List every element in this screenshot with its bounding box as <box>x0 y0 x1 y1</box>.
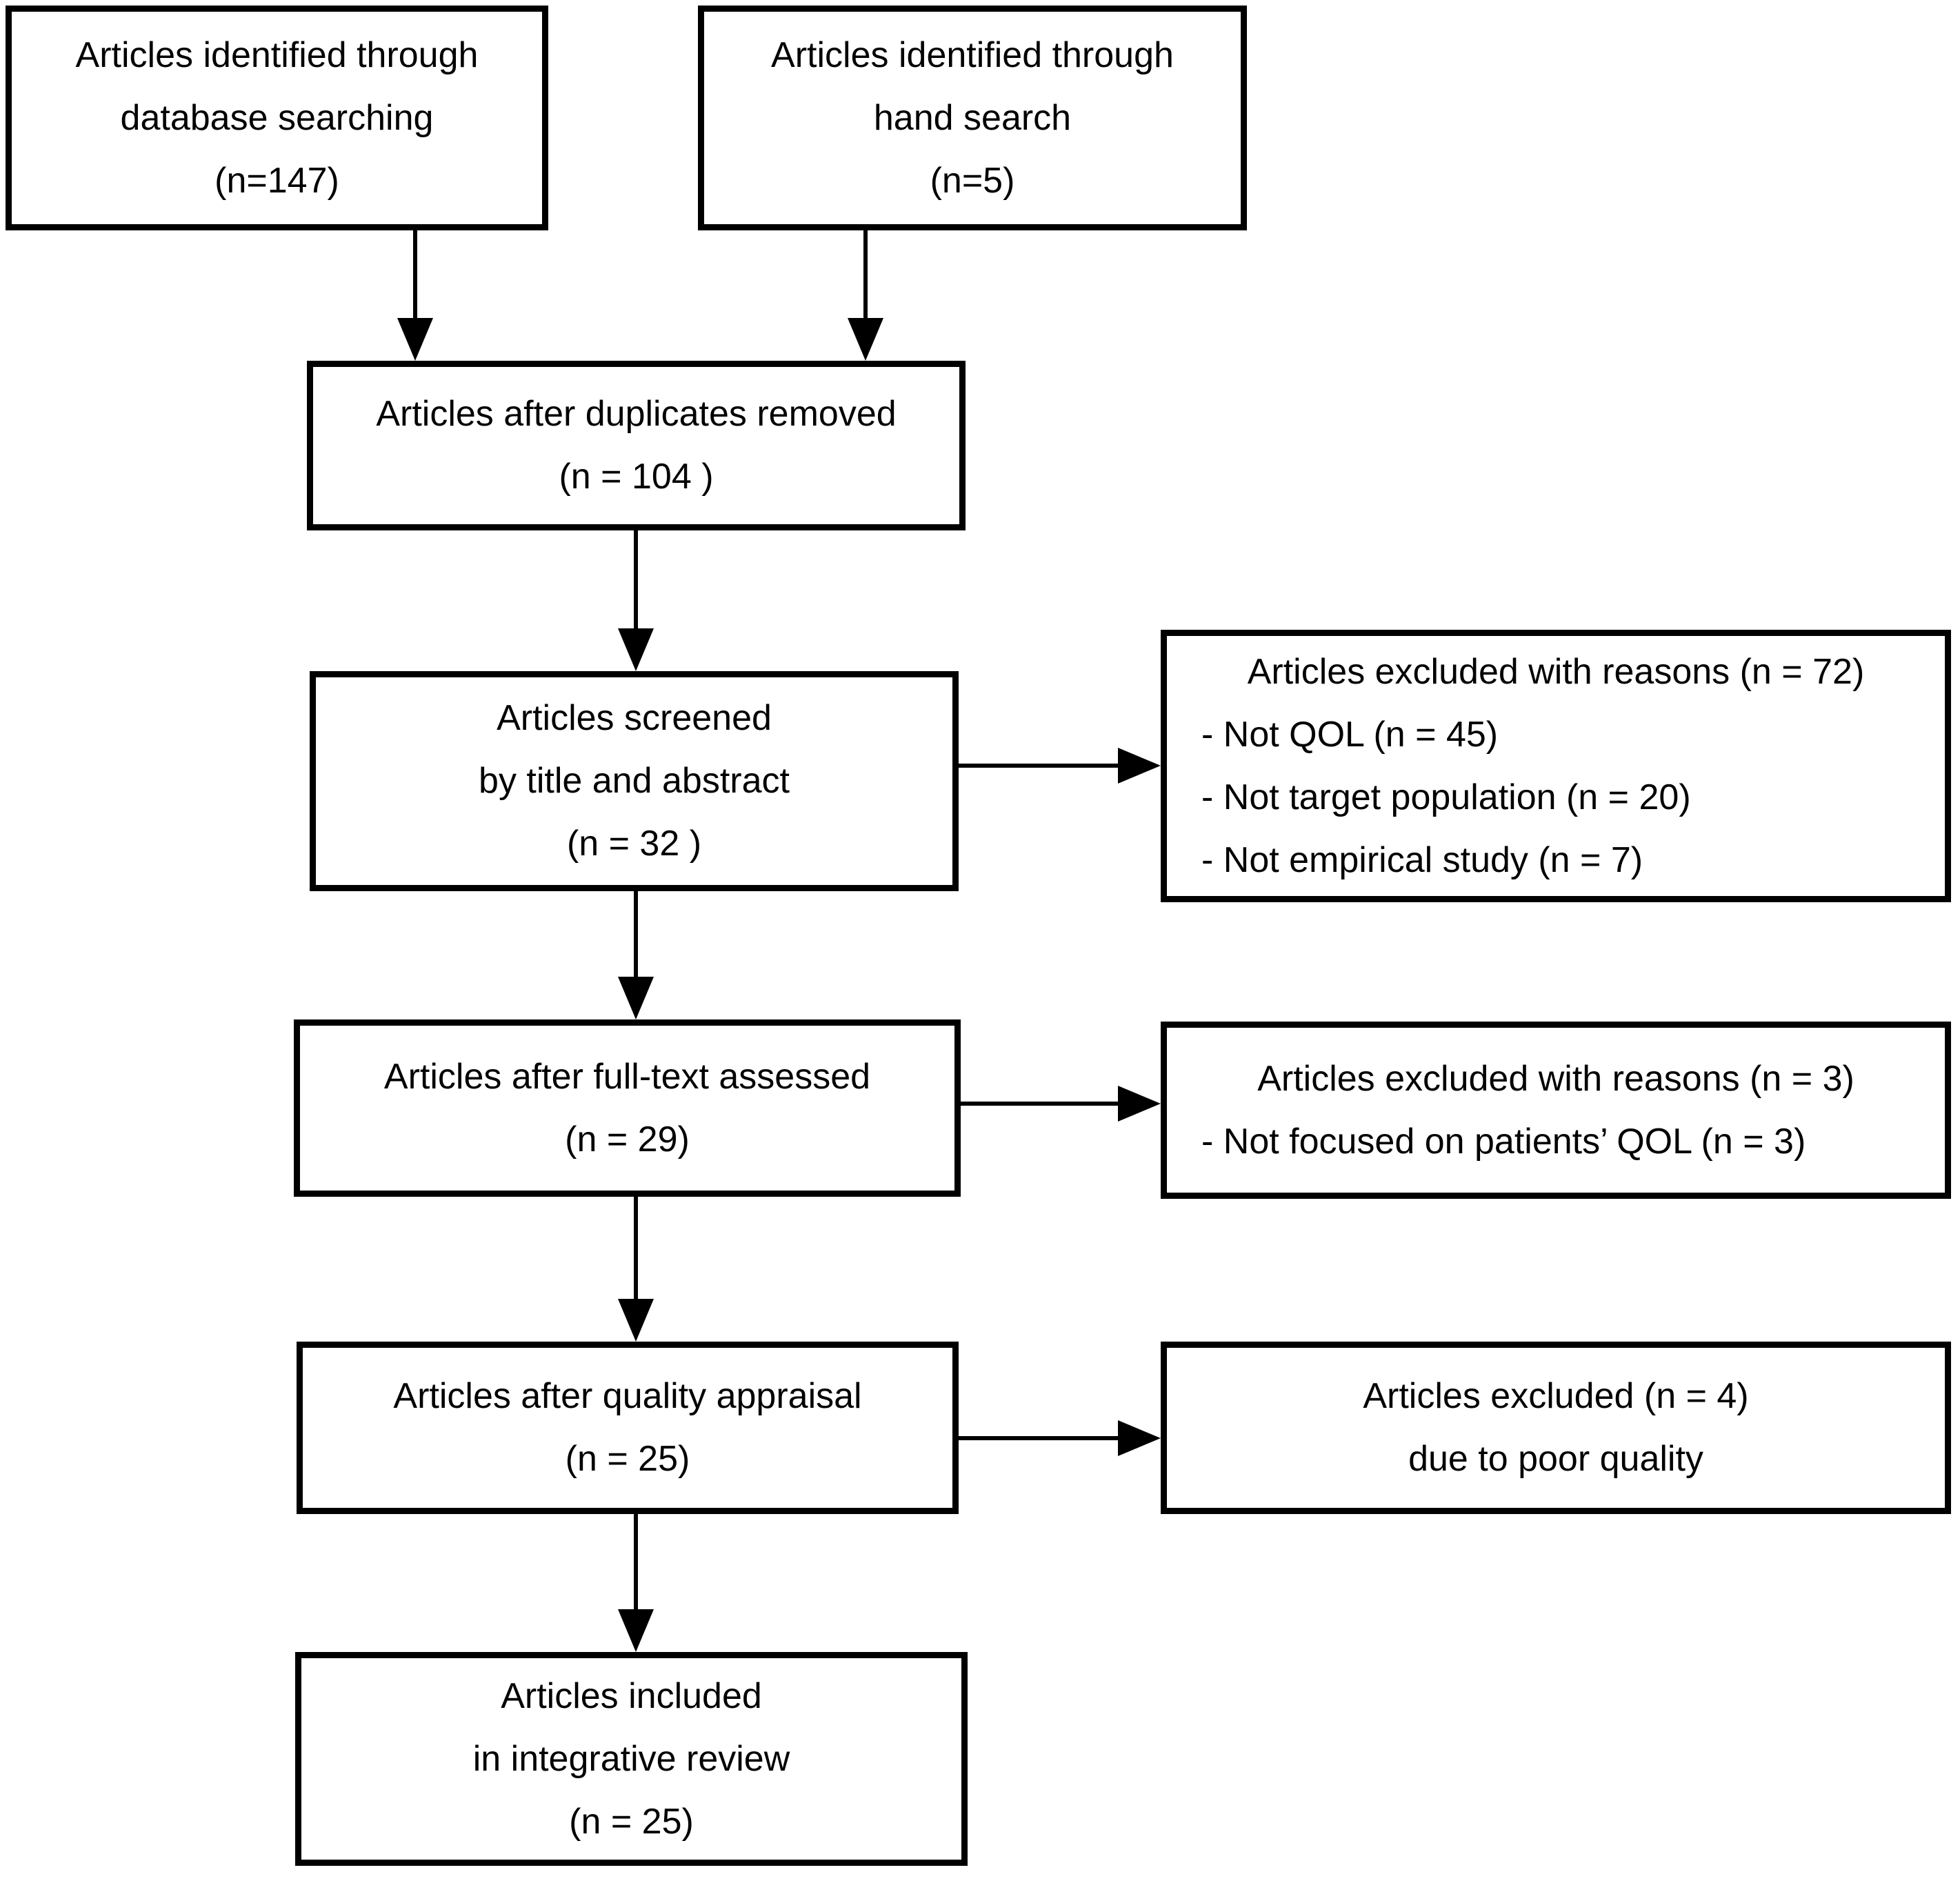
arrow-hand-search-to-duplicates <box>848 230 883 361</box>
box-line: in integrative review <box>472 1738 790 1779</box>
box-line: (n = 25) <box>565 1439 690 1479</box>
box-line: Articles identified through <box>771 34 1174 75</box>
box-excluded-screening: Articles excluded with reasons (n = 72) … <box>1161 630 1951 902</box>
box-line: by title and abstract <box>479 761 790 801</box>
box-full-text-assessed: Articles after full-text assessed (n = 2… <box>294 1019 961 1197</box>
box-database-searching: Articles identified through database sea… <box>6 6 548 230</box>
box-line: - Not QOL (n = 45) <box>1201 714 1499 755</box>
arrow-quality-to-included <box>618 1514 654 1652</box>
box-excluded-poor-quality: Articles excluded (n = 4) due to poor qu… <box>1161 1342 1951 1514</box>
box-line: - Not empirical study (n = 7) <box>1201 839 1643 880</box>
box-included-review: Articles included in integrative review … <box>295 1652 968 1866</box>
box-quality-appraisal: Articles after quality appraisal (n = 25… <box>297 1342 959 1514</box>
box-line: Articles after duplicates removed <box>376 394 897 434</box>
box-line: Articles screened <box>497 698 772 738</box>
arrow-fulltext-to-excluded <box>961 1086 1161 1122</box>
box-excluded-full-text: Articles excluded with reasons (n = 3) -… <box>1161 1022 1951 1199</box>
box-line: (n = 32 ) <box>566 824 702 864</box>
box-line: Articles identified through <box>75 34 479 75</box>
box-line: Articles included <box>501 1675 762 1716</box>
box-line: Articles after full-text assessed <box>383 1056 871 1097</box>
box-line: - Not focused on patients’ QOL (n = 3) <box>1201 1121 1806 1162</box>
box-hand-search: Articles identified through hand search … <box>698 6 1247 230</box>
arrow-fulltext-to-quality <box>618 1197 654 1342</box>
box-title-abstract-screening: Articles screened by title and abstract … <box>310 671 959 891</box>
box-line: due to poor quality <box>1408 1439 1703 1479</box>
box-line: (n = 29) <box>565 1119 690 1160</box>
box-line: - Not target population (n = 20) <box>1201 777 1691 817</box>
box-line: Articles excluded with reasons (n = 3) <box>1257 1058 1854 1099</box>
box-line: Articles excluded with reasons (n = 72) <box>1247 651 1865 692</box>
box-line: (n=147) <box>214 160 339 201</box>
box-duplicates-removed: Articles after duplicates removed (n = 1… <box>307 361 966 530</box>
box-line: database searching <box>120 97 434 138</box>
box-line: hand search <box>873 97 1072 138</box>
box-line: (n=5) <box>930 160 1015 201</box>
box-line: (n = 25) <box>569 1801 694 1842</box>
arrow-screening-to-excluded <box>959 748 1161 784</box>
box-line: Articles after quality appraisal <box>393 1376 862 1416</box>
arrow-screening-to-fulltext <box>618 891 654 1019</box>
arrow-quality-to-excluded <box>959 1420 1161 1456</box>
arrow-duplicates-to-screening <box>618 530 654 671</box>
box-line: (n = 104 ) <box>559 457 714 497</box>
arrow-database-to-duplicates <box>397 230 433 361</box>
box-line: Articles excluded (n = 4) <box>1363 1376 1749 1416</box>
